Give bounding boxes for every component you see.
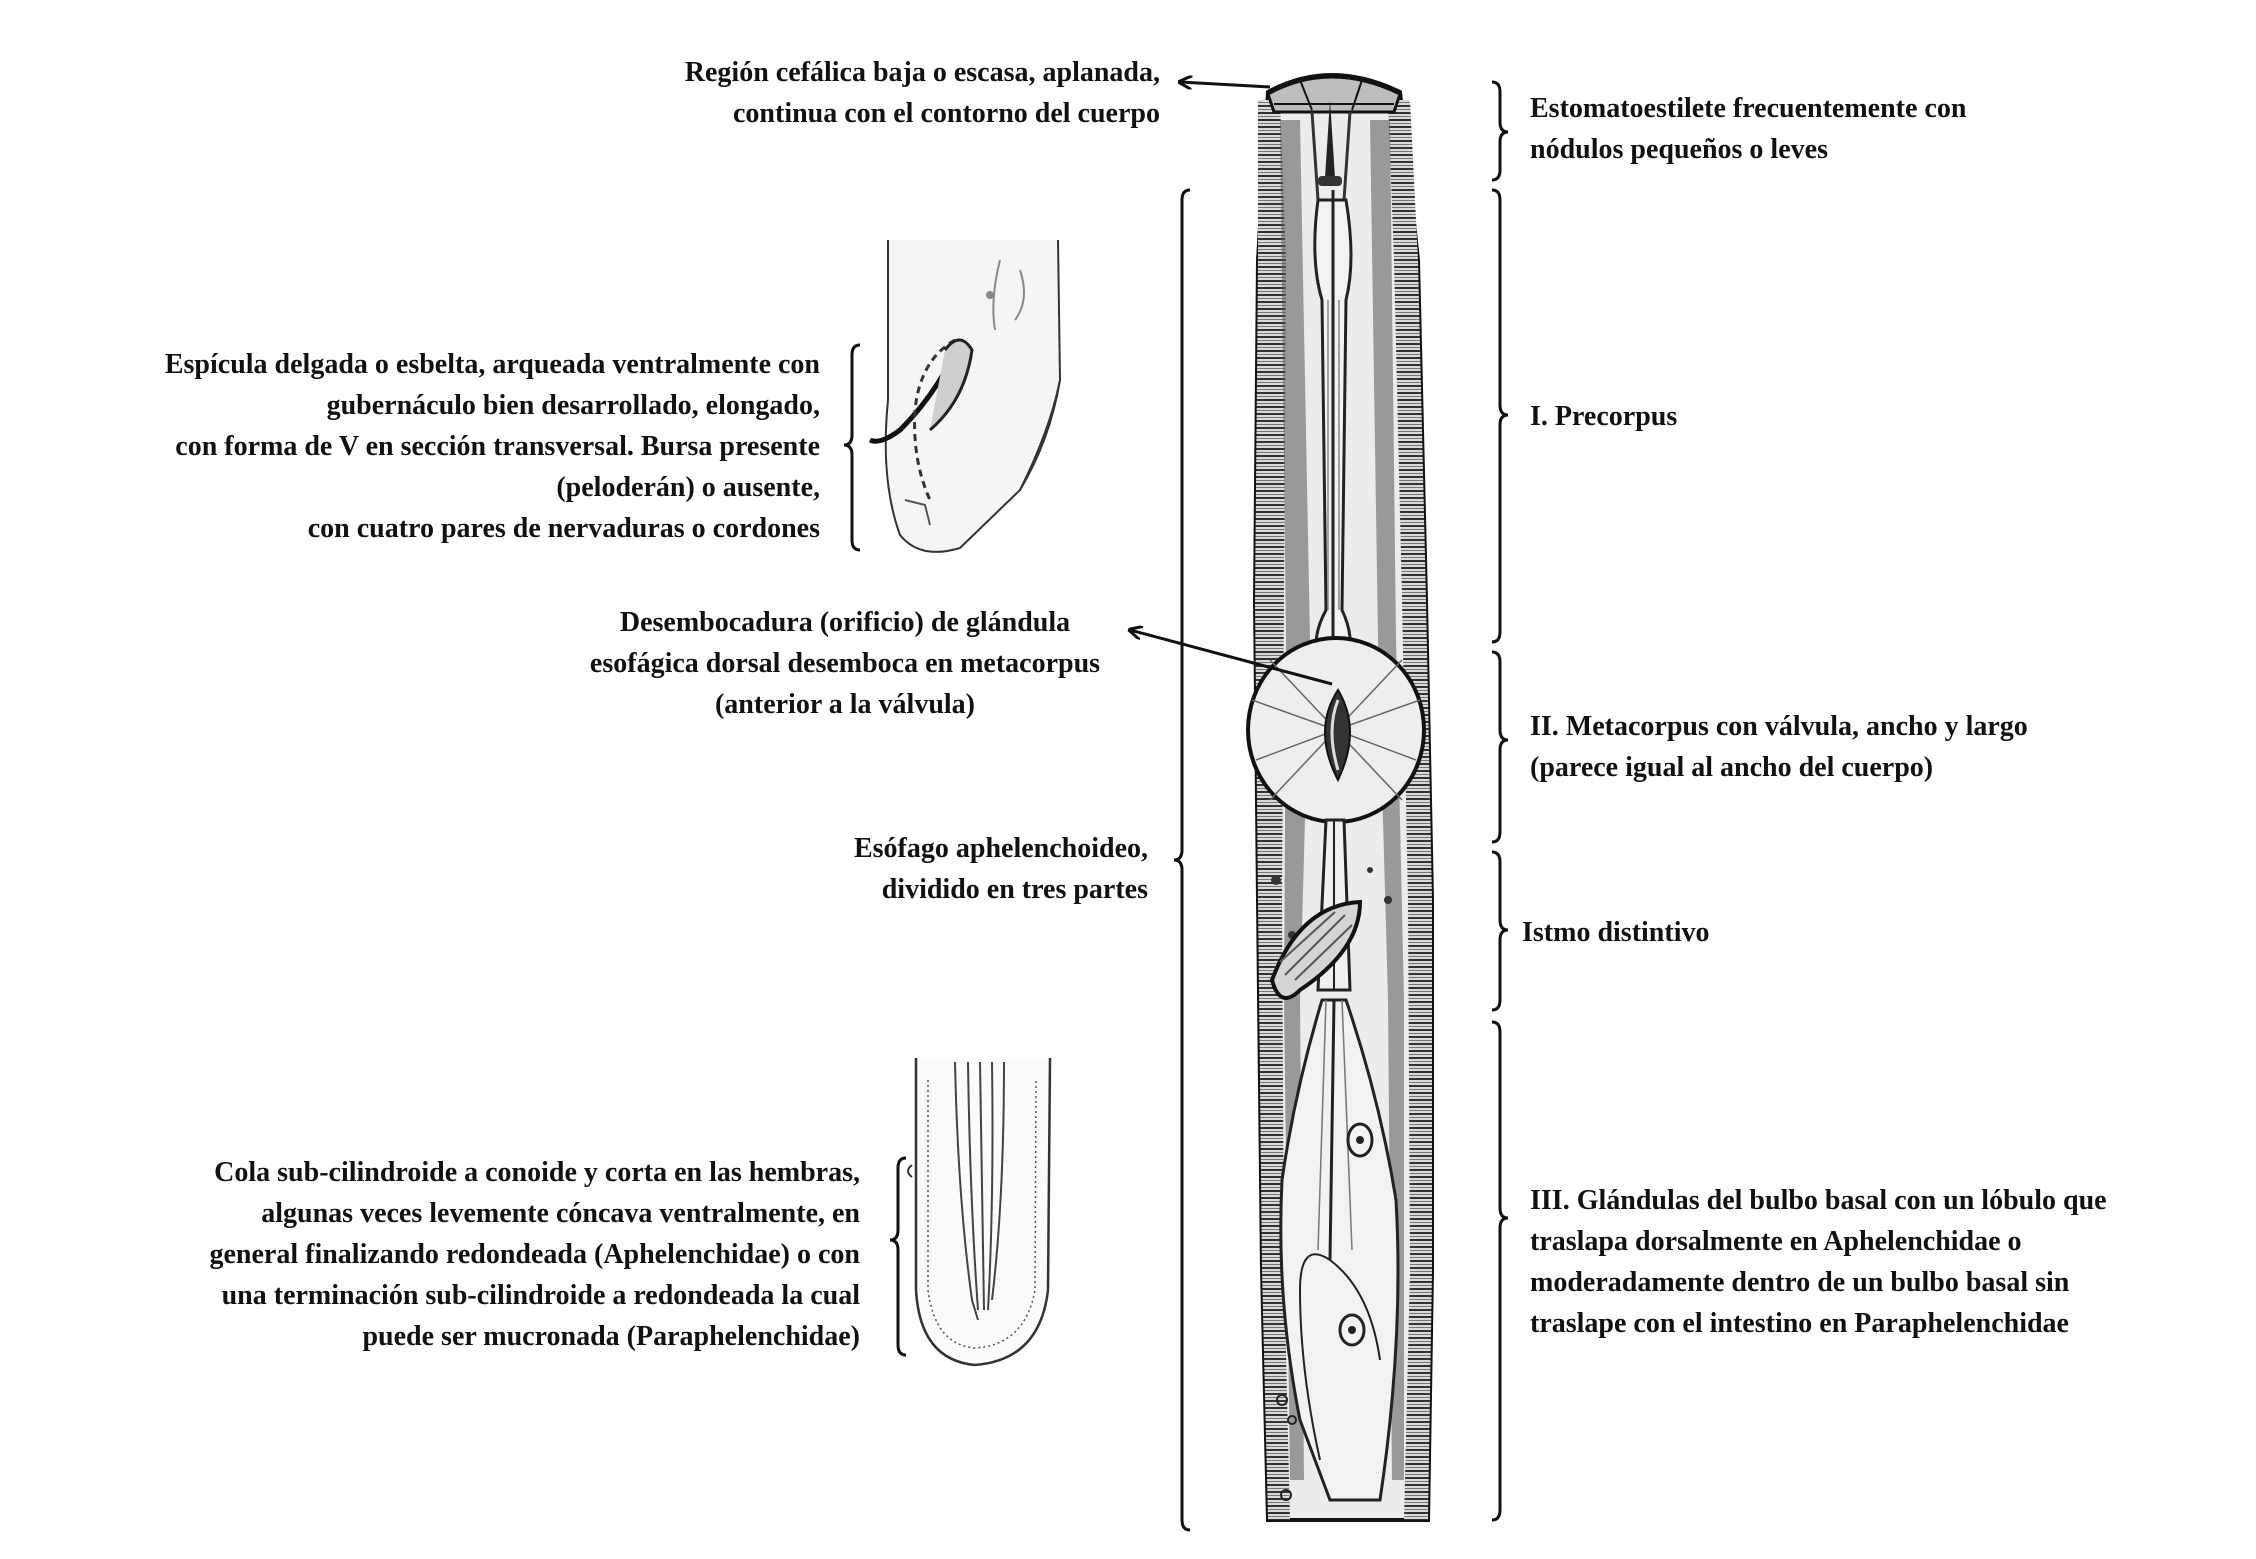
basal-bulb [1279,998,1400,1502]
cuticle-left [1255,100,1290,1520]
bracket-basal-bulb [1491,1020,1509,1522]
bracket-esophagus [1173,188,1191,1532]
brackets [843,80,1509,1532]
label-gland-orifice: Desembocadura (orificio) de glándula eso… [589,607,1101,720]
label-esophagus: Esófago aphelenchoideo, dividido en tres… [853,833,1148,905]
stylet [1325,100,1335,178]
label-spicule: Espícula delgada o esbelta, arqueada ven… [164,349,820,544]
nerve-ring [1269,899,1363,1000]
label-stylet: Estomatoestilete frecuentemente con nódu… [1530,93,1967,165]
label-isthmus: Istmo distintivo [1522,917,1710,948]
pointer-arrows [1130,82,1333,686]
label-precorpus: I. Precorpus [1530,401,1678,432]
arrow-gland-orifice [1130,630,1333,686]
nematode-body [1246,73,1434,1522]
arrow-cephalic [1180,82,1271,87]
label-metacorpus: II. Metacorpus con válvula, ancho y larg… [1530,711,2028,783]
label-basal-bulb: III. Glándulas del bulbo basal con un ló… [1530,1185,2107,1339]
bracket-precorpus [1491,188,1509,644]
bracket-metacorpus [1491,650,1509,844]
bracket-isthmus [1491,850,1509,1012]
spicule-inset [868,239,1062,553]
bracket-tail [889,1156,907,1357]
bracket-spicule [843,343,861,552]
tail-inset [907,1057,1052,1367]
label-tail: Cola sub-cilindroide a conoide y corta e… [209,1157,860,1352]
metacorpus-valve [1324,688,1351,783]
cuticle-right [1388,100,1432,1520]
label-cephalic-region: Región cefálica baja o escasa, aplanada,… [684,57,1160,129]
bracket-stylet [1491,80,1509,182]
